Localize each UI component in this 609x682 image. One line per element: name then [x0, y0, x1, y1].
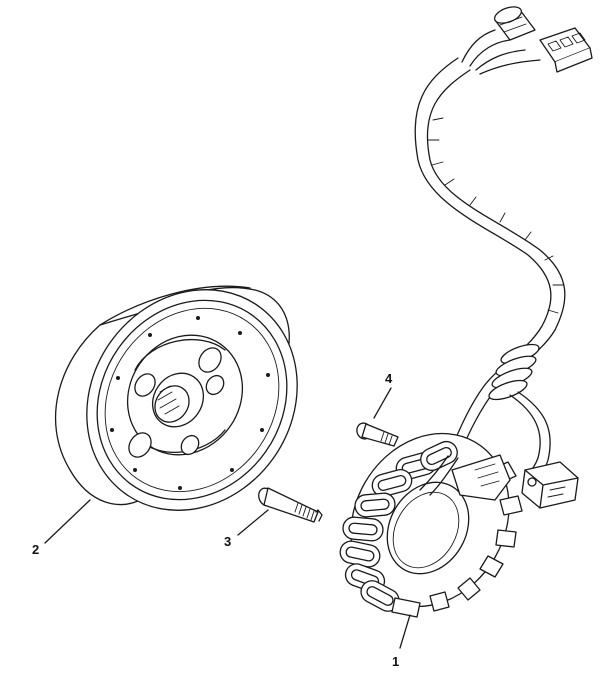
- stator-bolt-short: [356, 422, 399, 447]
- stator-coil: [339, 432, 523, 618]
- rim-bolts: [110, 316, 270, 490]
- callout-3: 3: [224, 534, 231, 549]
- leader-line-2: [44, 499, 91, 544]
- leader-line-4: [373, 387, 392, 419]
- stator-bolt-long: [258, 487, 323, 523]
- sensor-connector: [521, 461, 579, 509]
- callout-4: 4: [385, 371, 393, 386]
- callout-leaders: [44, 387, 411, 649]
- wire-harness: [414, 6, 593, 509]
- stator-windings: [339, 440, 458, 612]
- main-connector: [539, 27, 593, 73]
- flywheel-rotor: [54, 285, 298, 511]
- callout-labels: 1 2 3 4: [32, 371, 399, 669]
- round-connector: [493, 6, 536, 41]
- callout-1: 1: [392, 654, 399, 669]
- leader-line-3: [237, 509, 269, 536]
- callout-2: 2: [32, 542, 39, 557]
- leader-line-1: [399, 614, 411, 649]
